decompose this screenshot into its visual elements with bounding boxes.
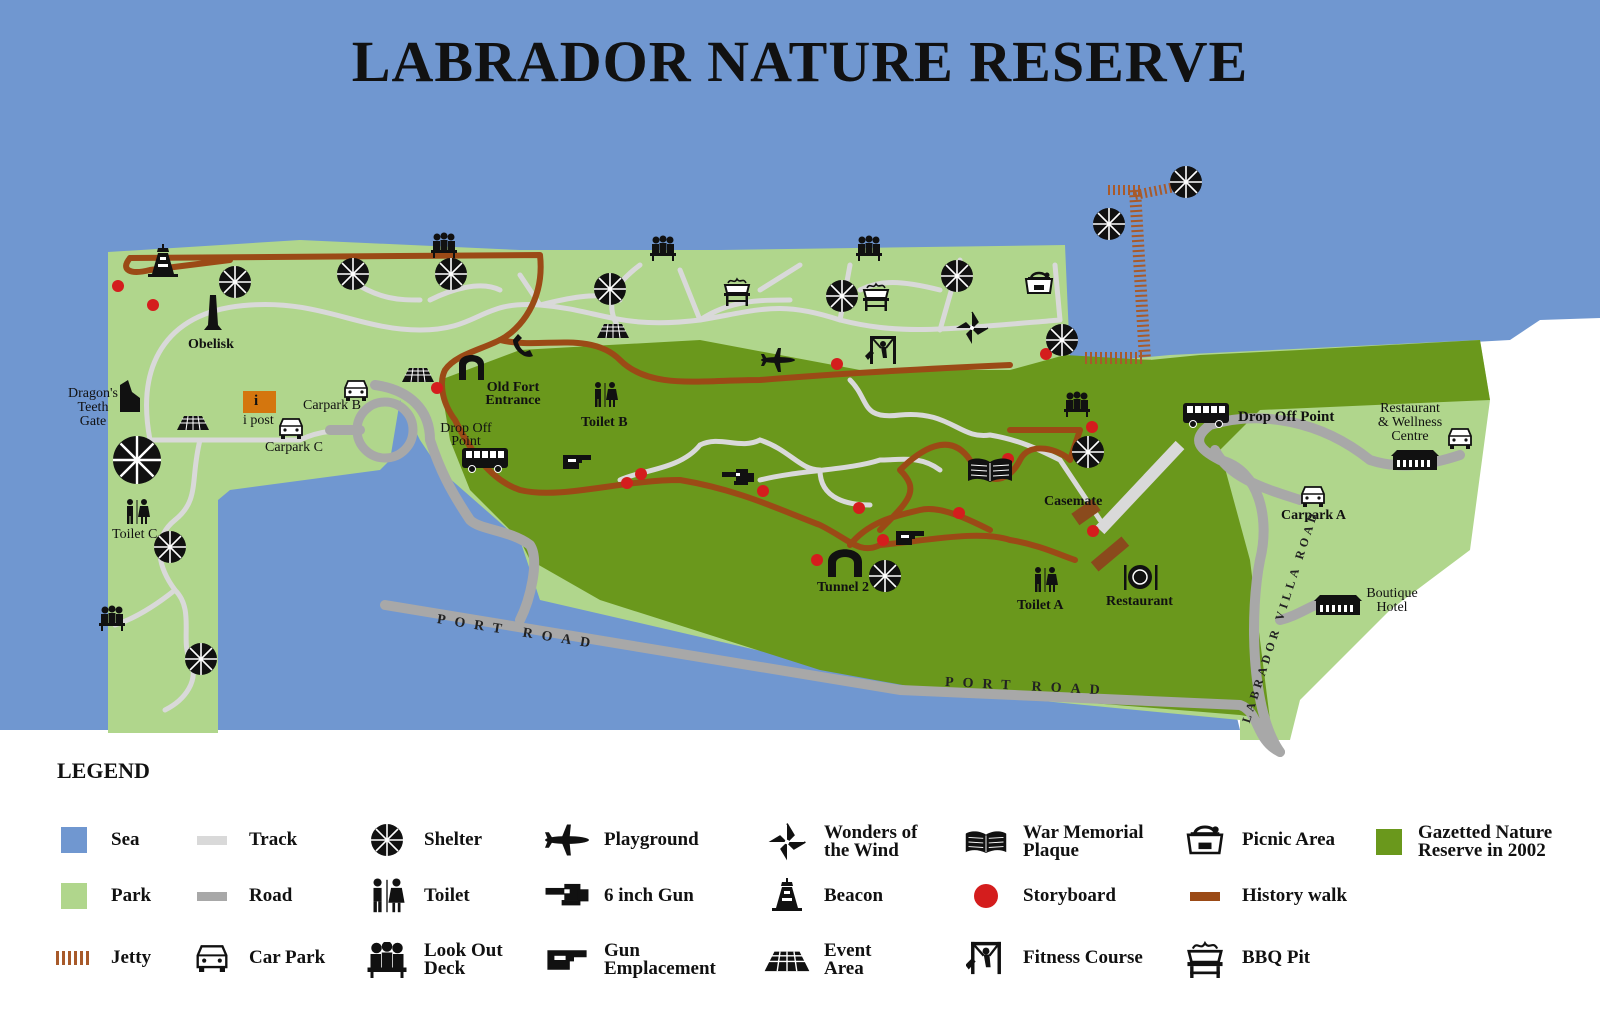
- legend-sea: Sea: [51, 824, 140, 856]
- map-book-icon: [967, 458, 1013, 483]
- restaurant-icon: [1124, 565, 1158, 590]
- map-title: LABRADOR NATURE RESERVE: [351, 29, 1249, 94]
- toilet-b-label: Toilet B: [581, 415, 628, 430]
- gun-emplacement-icon: [547, 950, 587, 970]
- book-icon: [965, 830, 1007, 854]
- legend-toilet: Toilet: [364, 878, 470, 913]
- legend-gazetted-reserve: Gazetted Nature Reserve in 2002: [1374, 823, 1552, 860]
- legend-war-memorial: War Memorial Plaque: [963, 823, 1143, 860]
- legend-bbq: BBQ Pit: [1182, 941, 1310, 978]
- legend-storyboard: Storyboard: [963, 880, 1116, 912]
- bbq-pit-icon: [1186, 941, 1224, 978]
- dragon-teeth-icon: [120, 380, 140, 412]
- park-swatch: [61, 883, 87, 909]
- carpark-b-label: Carpark B: [303, 398, 361, 413]
- history-walk-line: [1190, 891, 1220, 901]
- old-fort-label: Old Fort Entrance: [485, 380, 541, 408]
- legend-lookout-deck: Look Out Deck: [364, 941, 503, 978]
- gazetted-reserve-area: [440, 340, 1490, 720]
- fort-gate-icon: [459, 355, 484, 380]
- map-building-icon: [1391, 450, 1439, 470]
- ipost-icon: [243, 391, 276, 413]
- storyboard-dot-icon: [974, 884, 998, 908]
- legend-title: LEGEND: [57, 758, 150, 783]
- sea-swatch: [61, 827, 87, 853]
- carpark-c-label: Carpark C: [265, 440, 323, 455]
- toilet-a-label: Toilet A: [1017, 598, 1064, 613]
- legend-shelter: Shelter: [364, 823, 482, 857]
- legend-jetty: Jetty: [51, 942, 151, 974]
- drop-off-left-label: Drop Off Point: [440, 421, 492, 449]
- six-inch-gun-icon: [545, 883, 589, 906]
- fitness-icon: [966, 940, 1003, 976]
- casemate-label: Casemate: [1044, 494, 1103, 509]
- plane-icon: [545, 824, 589, 856]
- big-shelter-icon: [111, 434, 163, 486]
- legend-car-park: Car Park: [189, 942, 325, 974]
- ipost-label: i post: [243, 413, 274, 428]
- reserve-swatch: [1376, 829, 1402, 855]
- legend-event-area: Event Area: [764, 941, 872, 978]
- legend-park: Park: [51, 880, 151, 912]
- legend-playground: Playground: [544, 824, 699, 856]
- legend-beacon: Beacon: [764, 878, 883, 912]
- legend-road: Road: [189, 880, 292, 912]
- phone-icon: [513, 334, 533, 357]
- beacon-icon: [772, 878, 802, 911]
- legend-picnic: Picnic Area: [1182, 824, 1335, 856]
- legend-fitness: Fitness Course: [963, 940, 1143, 976]
- legend-wonders-of-wind: Wonders of the Wind: [764, 822, 917, 862]
- picnic-basket-icon: [1186, 824, 1224, 855]
- legend-history-walk: History walk: [1182, 880, 1347, 912]
- event-area-icon: [764, 950, 810, 972]
- restaurant-wellness-label: Restaurant & Wellness Centre: [1377, 401, 1443, 444]
- toilet-icon: [373, 878, 405, 913]
- obelisk-label: Obelisk: [188, 337, 234, 352]
- dragons-teeth-label: Dragon's Teeth Gate: [68, 386, 118, 429]
- tunnel-icon: [828, 549, 862, 577]
- toilet-c-label: Toilet C: [112, 527, 158, 542]
- track-line: [197, 835, 227, 845]
- restaurant-label: Restaurant: [1106, 594, 1173, 609]
- map-building-icon: [1314, 595, 1362, 615]
- pinwheel-icon: [767, 822, 807, 862]
- obelisk-icon: [204, 295, 222, 330]
- ipost-icon-letter: i: [254, 393, 259, 409]
- car-icon: [196, 945, 228, 972]
- lookout-deck-icon: [367, 942, 407, 978]
- jetty-icon: [56, 951, 89, 965]
- road-line: [197, 891, 227, 901]
- legend-six-inch-gun: 6 inch Gun: [544, 880, 694, 912]
- shelter-icon: [370, 823, 404, 857]
- jetty: [1085, 180, 1186, 364]
- carpark-a-label: Carpark A: [1281, 508, 1346, 523]
- legend-gun-emplacement: Gun Emplacement: [544, 941, 716, 978]
- tunnel-2-label: Tunnel 2: [817, 580, 870, 595]
- drop-off-right-label: Drop Off Point: [1238, 409, 1335, 425]
- boutique-hotel-label: Boutique Hotel: [1366, 586, 1418, 615]
- legend-track: Track: [189, 824, 297, 856]
